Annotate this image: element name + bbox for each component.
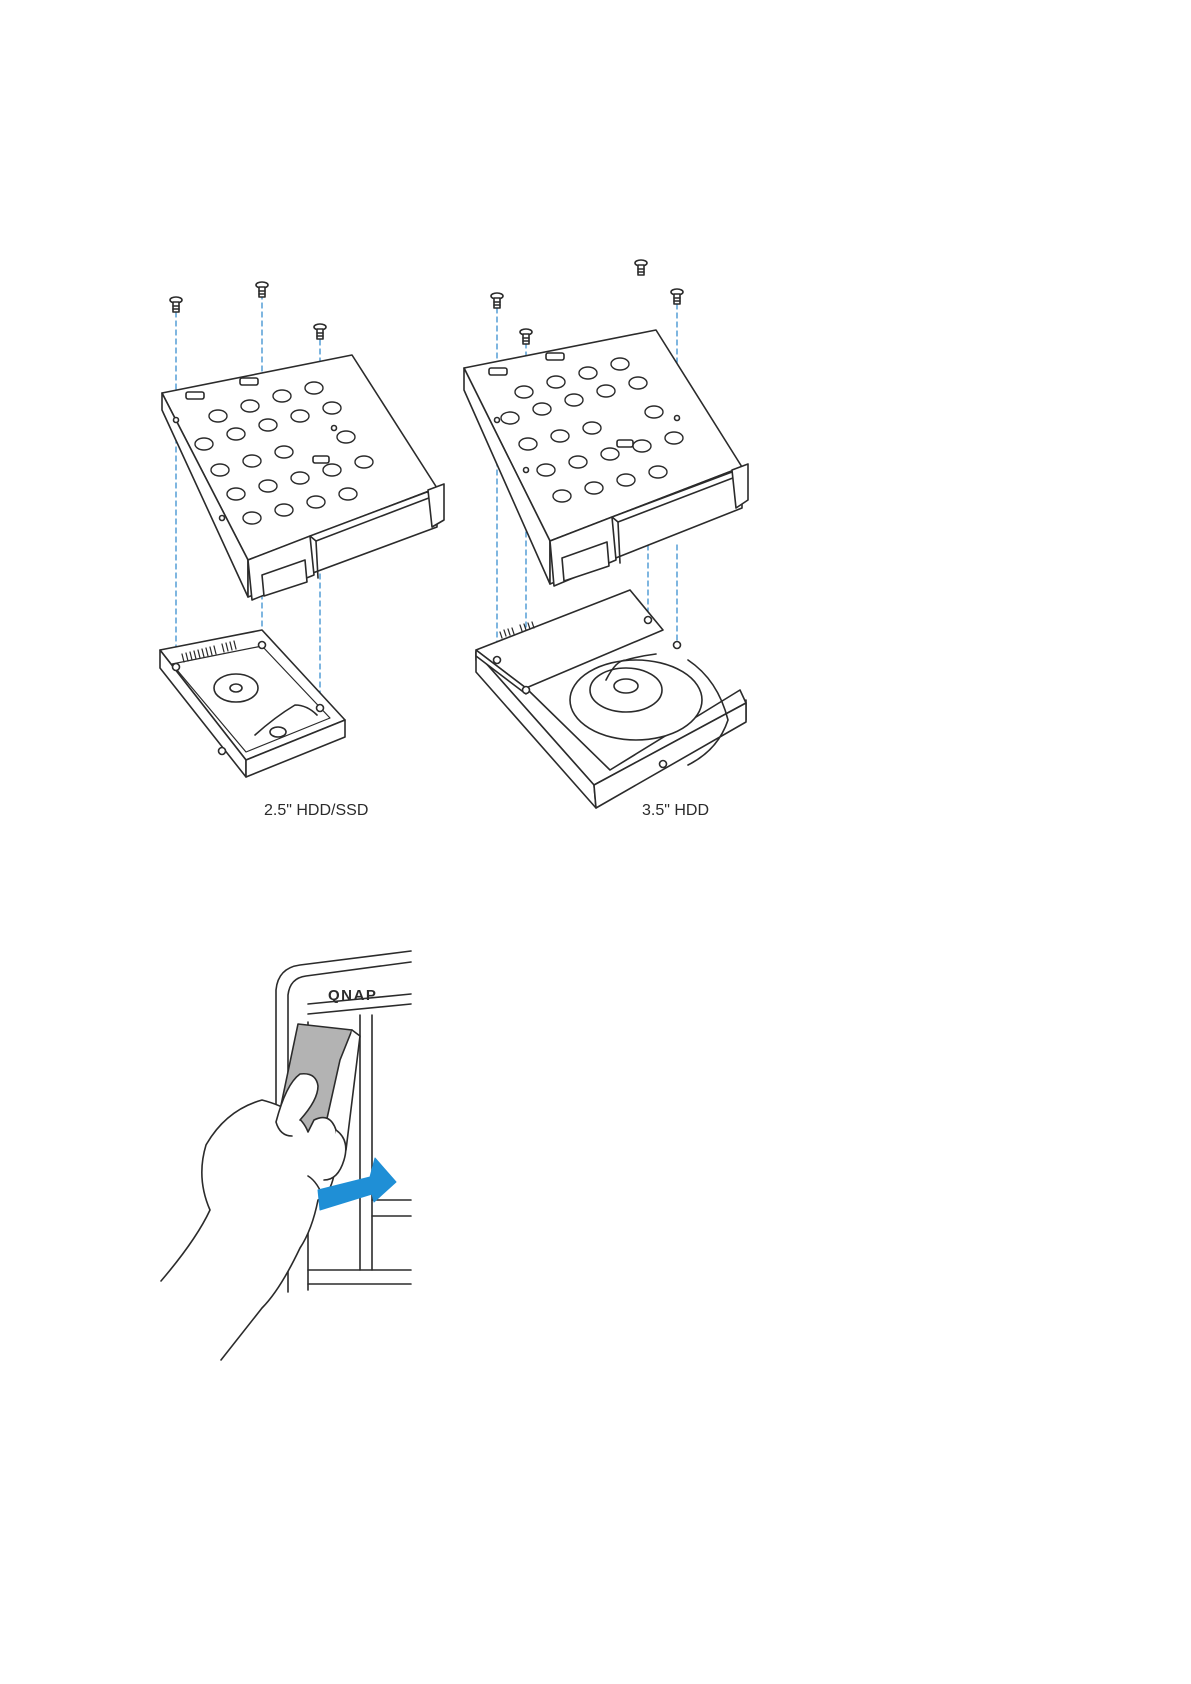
caption-25-hdd-ssd: 2.5" HDD/SSD [264,802,368,820]
tray-35 [464,330,748,586]
tray-installation-diagram: 2.5" HDD/SSD 3.5" HDD [0,0,1191,840]
brand-logo: QNAP [328,987,377,1004]
screw-icon [491,293,503,308]
tray-insert-diagram: QNAP [0,940,1191,1380]
drive-25 [160,630,345,777]
caption-35-hdd: 3.5" HDD [642,802,709,820]
screw-icon [256,282,268,297]
screw-icon [314,324,326,339]
screw-icon [520,329,532,344]
screw-icon [170,297,182,312]
tray-25 [162,355,444,600]
screw-icon [671,289,683,304]
screw-icon [635,260,647,275]
drive-35 [476,590,746,808]
